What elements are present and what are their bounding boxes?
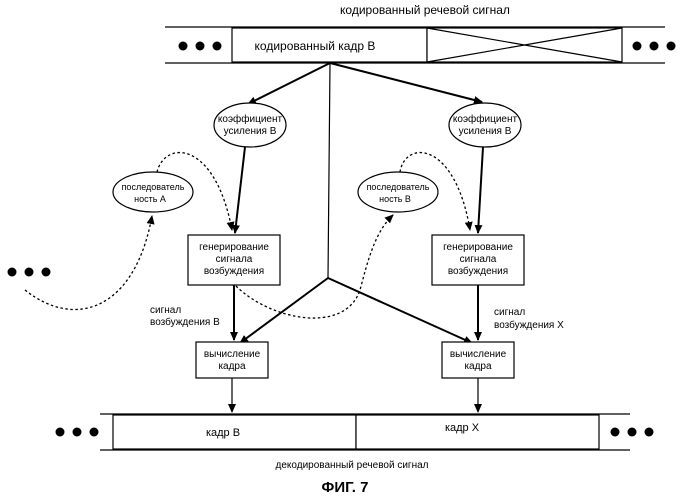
arrow-gain-to-gen-right — [478, 147, 483, 233]
calc-left-line2: кадра — [218, 361, 246, 372]
prev-ellipsis — [8, 268, 51, 277]
sequence-a-node — [113, 172, 193, 212]
bottom-decoded-stream — [56, 414, 654, 450]
gain-b-right-line1: коэффициент — [453, 113, 518, 125]
bottom-stream-title: декодированный речевой сигнал — [276, 460, 429, 471]
top-encoded-stream — [165, 27, 676, 63]
sequence-b-line1: последователь — [367, 182, 430, 192]
gain-b-right-node — [449, 103, 521, 147]
bottom-frame-b-label: кадр B — [206, 427, 240, 439]
gen-right-line2: сигнала — [460, 254, 497, 265]
calc-right-line1: вычисление — [450, 349, 507, 360]
exc-x-line2: возбуждения X — [494, 319, 564, 331]
gen-left-line1: генерирование — [199, 242, 269, 253]
calc-right-box — [442, 342, 514, 378]
top-right-ellipsis — [633, 42, 676, 51]
gen-right-line3: возбуждения — [448, 265, 508, 277]
bottom-left-ellipsis — [56, 428, 99, 437]
gen-left-line3: возбуждения — [204, 265, 264, 277]
dashed-prev-to-seq-a — [25, 216, 152, 310]
exc-b-line2: возбуждения B — [150, 316, 220, 328]
top-frame-label: кодированный кадр B — [255, 39, 376, 53]
top-left-ellipsis — [179, 42, 222, 51]
gain-b-left-node — [214, 103, 286, 147]
exc-x-line1: сигнал — [494, 307, 525, 318]
gain-b-right-line2: усиления B — [459, 126, 512, 137]
sequence-b-line2: ность B — [379, 194, 411, 204]
exc-b-line1: сигнал — [150, 305, 181, 316]
figure-caption: ФИГ. 7 — [322, 479, 369, 496]
calc-left-box — [196, 342, 268, 378]
calc-left-line1: вычисление — [204, 349, 261, 360]
top-distribution-lines — [240, 63, 482, 343]
sequence-a-line1: последователь — [122, 182, 185, 192]
top-stream-title: кодированный речевой сигнал — [340, 3, 510, 17]
sequence-b-node — [358, 172, 438, 212]
bottom-right-ellipsis — [611, 428, 654, 437]
sequence-a-line2: ность A — [134, 194, 166, 204]
arrow-gain-to-gen-left — [235, 147, 245, 233]
gen-right-line1: генерирование — [443, 242, 513, 253]
gen-left-line2: сигнала — [216, 254, 253, 265]
gain-b-left-line1: коэффициент — [218, 113, 283, 125]
calc-right-line2: кадра — [464, 361, 492, 372]
gain-b-left-line2: усиления B — [224, 126, 277, 137]
bottom-frame-x-label: кадр X — [445, 422, 480, 434]
